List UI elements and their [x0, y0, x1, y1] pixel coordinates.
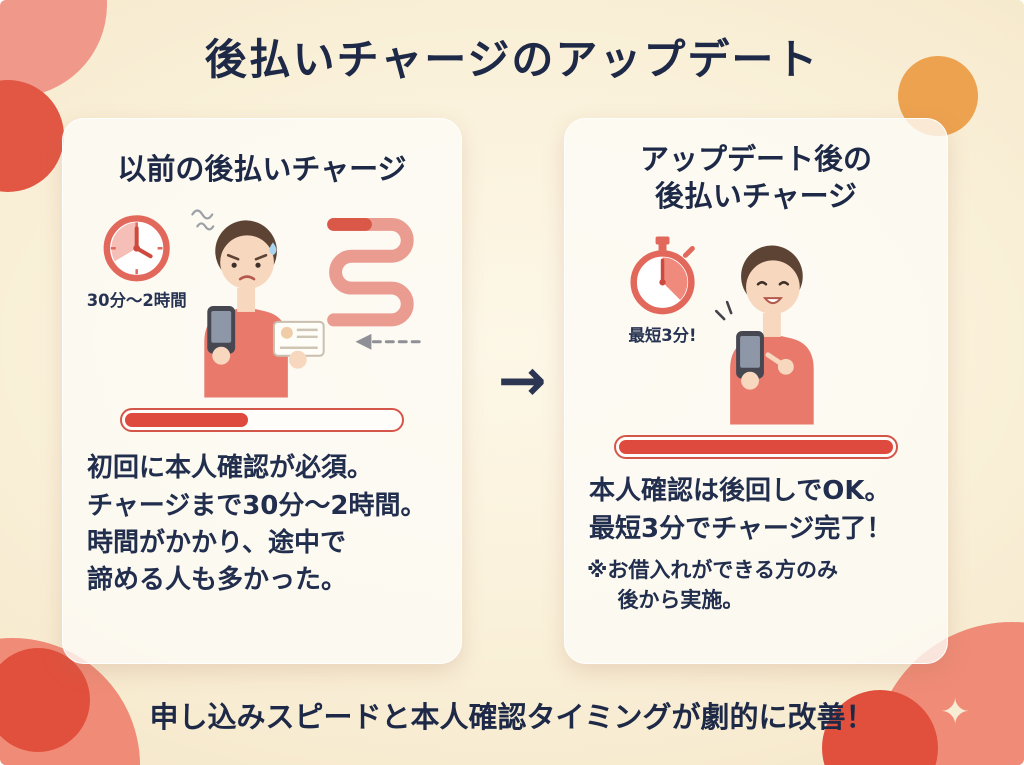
after-time-label: 最短3分! — [628, 326, 696, 345]
decor-circle-top-left-small — [0, 80, 64, 192]
after-card-note: ※お借入れができる方のみ 後から実施。 — [587, 556, 925, 616]
excitement-marks-icon — [714, 301, 733, 321]
after-heading-line-1: アップデート後の — [639, 142, 872, 176]
before-time-label: 30分〜2時間 — [87, 291, 187, 310]
before-card-body: 初回に本人確認が必須。 チャージまで30分〜2時間。 時間がかかり、途中で 諦め… — [87, 450, 437, 600]
stopwatch-icon — [630, 236, 695, 315]
before-card: 以前の後払いチャージ 30分〜2時間 — [62, 118, 462, 664]
after-card-heading: アップデート後の 後払いチャージ — [565, 141, 947, 215]
page-title: 後払いチャージのアップデート — [204, 35, 820, 84]
after-body-line-1: 本人確認は後回しでOK。 — [589, 476, 891, 507]
after-illustration: 最短3分! — [579, 227, 933, 429]
decor-circle-bottom-left-small — [0, 648, 90, 752]
after-card: アップデート後の 後払いチャージ 最短3分! — [564, 118, 948, 664]
footer-text: 申し込みスピードと本人確認タイミングが劇的に改善！ — [149, 700, 875, 734]
before-card-heading: 以前の後払いチャージ — [117, 152, 407, 186]
before-body-line-1: 初回に本人確認が必須。 — [87, 453, 374, 484]
after-heading-line-2: 後払いチャージ — [654, 179, 858, 214]
after-body-line-2: 最短3分でチャージ完了！ — [589, 513, 893, 544]
sparkle-icon: ✦ — [940, 692, 971, 733]
dashed-arrow-head — [355, 333, 372, 350]
worried-person-illustration — [204, 220, 325, 398]
before-progress-fill — [125, 413, 249, 428]
confusion-squiggle-icon — [191, 209, 215, 231]
id-card-icon — [272, 321, 325, 357]
before-illustration-svg: 30分〜2時間 — [87, 209, 421, 398]
happy-person-illustration — [714, 245, 814, 425]
after-card-body: 本人確認は後回しでOK。 最短3分でチャージ完了！ — [589, 473, 923, 548]
after-progress-bar — [614, 435, 898, 460]
before-body-line-2: チャージまで30分〜2時間。 — [87, 490, 427, 521]
before-illustration: 30分〜2時間 — [77, 200, 447, 402]
before-body-line-3: 時間がかかり、途中で — [87, 527, 346, 558]
after-progress-fill — [619, 440, 893, 455]
clock-icon — [103, 215, 170, 282]
after-note-line-2: 後から実施。 — [617, 587, 744, 612]
transition-arrow-icon: → — [497, 346, 547, 414]
before-progress-bar — [120, 408, 404, 433]
after-note-line-1: ※お借入れができる方のみ — [587, 558, 838, 583]
winding-path-icon — [327, 218, 421, 350]
after-illustration-svg: 最短3分! — [628, 236, 814, 425]
before-body-line-4: 諦める人も多かった。 — [87, 565, 348, 596]
